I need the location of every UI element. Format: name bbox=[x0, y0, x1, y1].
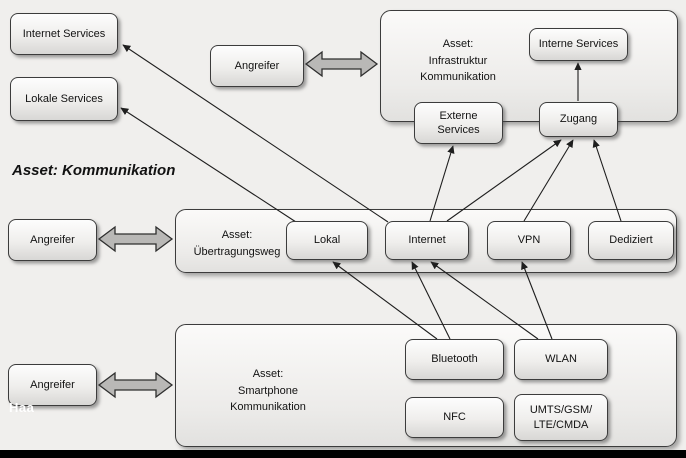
attack-arrow-top bbox=[304, 50, 379, 78]
container-label-smartphone: Asset: Smartphone Kommunikation bbox=[230, 368, 306, 413]
edge-wlan-vpn bbox=[521, 261, 553, 340]
edge-vpn-zugang bbox=[523, 139, 574, 222]
node-umts-gsm-lte-cmda: UMTS/GSM/ LTE/CMDA bbox=[514, 394, 608, 441]
dependency-edges bbox=[120, 44, 622, 340]
node-dediziert: Dediziert bbox=[588, 221, 674, 260]
edge-dediziert-zugang bbox=[592, 139, 622, 222]
attack-arrow-middle bbox=[97, 225, 174, 253]
node-internet: Internet bbox=[385, 221, 469, 260]
node-angreifer-top: Angreifer bbox=[210, 45, 304, 87]
node-internet-services: Internet Services bbox=[10, 13, 118, 55]
node-vpn: VPN bbox=[487, 221, 571, 260]
edge-bluetooth-lokal bbox=[332, 261, 438, 340]
bottom-black-bar bbox=[0, 450, 686, 458]
attack-arrows bbox=[97, 50, 379, 399]
container-label-infrastruktur: Asset: Infrastruktur Kommunikation bbox=[420, 38, 496, 83]
node-interne-services: Interne Services bbox=[529, 28, 628, 61]
edge-wlan-internet bbox=[430, 261, 539, 340]
edge-internet-externe-services bbox=[429, 145, 455, 222]
node-externe-services: Externe Services bbox=[414, 102, 503, 144]
edge-internet-zugang bbox=[446, 139, 562, 222]
node-wlan: WLAN bbox=[514, 339, 608, 380]
edge-to-internet-services bbox=[122, 44, 389, 223]
node-lokale-services: Lokale Services bbox=[10, 77, 118, 121]
edge-to-lokale-services bbox=[120, 107, 297, 223]
node-zugang: Zugang bbox=[539, 102, 618, 137]
attack-arrow-bottom bbox=[97, 371, 174, 399]
node-lokal: Lokal bbox=[286, 221, 368, 260]
section-heading-kommunikation: Asset: Kommunikation bbox=[12, 162, 176, 179]
edge-bluetooth-internet bbox=[411, 261, 451, 340]
node-nfc: NFC bbox=[405, 397, 504, 438]
partial-watermark-text: Haa bbox=[9, 400, 35, 415]
container-label-uebertragungsweg: Asset: Übertragungsweg bbox=[193, 229, 281, 258]
node-bluetooth: Bluetooth bbox=[405, 339, 504, 380]
node-angreifer-mid: Angreifer bbox=[8, 219, 97, 261]
node-angreifer-bottom: Angreifer bbox=[8, 364, 97, 406]
